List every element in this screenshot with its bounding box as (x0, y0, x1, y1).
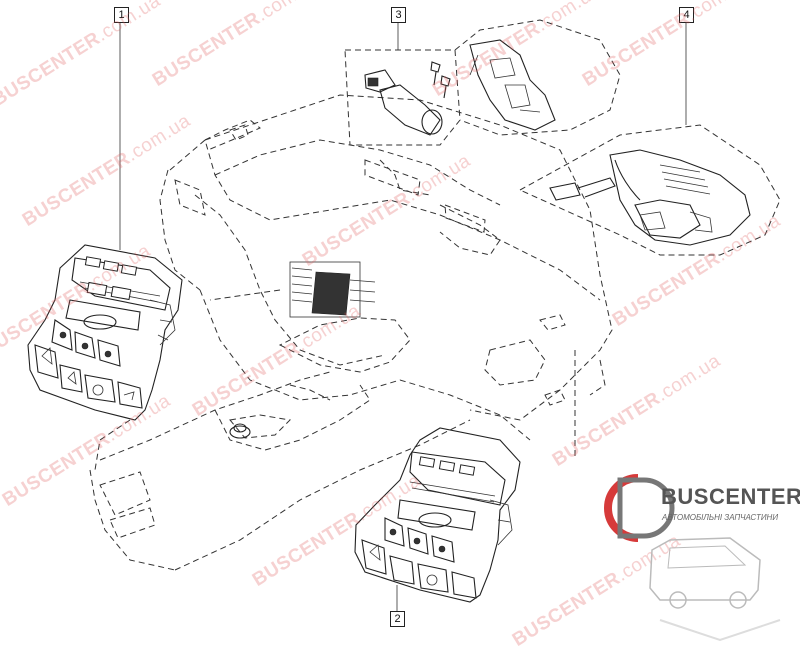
part-4-harness-assembly (518, 21, 781, 256)
console-knob (229, 423, 251, 439)
buscenter-logo (604, 474, 781, 642)
callout-3: 3 (391, 7, 406, 23)
part-1-light-switch-panel (27, 21, 183, 421)
part-3-sensor-assembly (344, 19, 621, 146)
center-stack-controls (209, 261, 376, 318)
callout-2: 2 (390, 611, 405, 627)
callout-1: 1 (114, 7, 129, 23)
dashboard-outline (89, 94, 613, 571)
part-2-light-switch-panel (354, 427, 521, 612)
callout-4: 4 (679, 7, 694, 23)
logo-brand-name: BUSCENTER (661, 484, 800, 509)
logo-tagline: АВТОМОБІЛЬНІ ЗАПЧАСТИНИ (662, 513, 779, 522)
